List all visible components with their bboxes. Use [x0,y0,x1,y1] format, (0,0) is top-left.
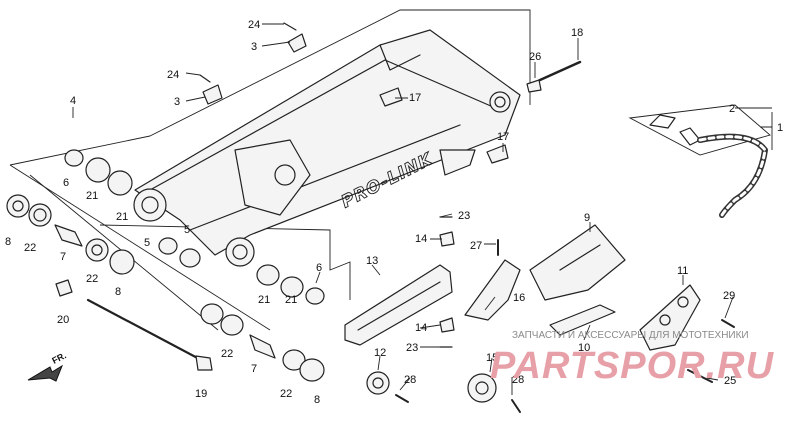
callout-8: 8 [314,394,320,406]
callout-24: 24 [248,19,260,31]
callout-21: 21 [86,190,98,202]
callout-17: 17 [497,131,509,143]
callout-leaders [72,23,773,395]
callout-21: 21 [116,211,128,223]
callout-28: 28 [512,374,524,386]
chain-slider-assembly [344,224,701,351]
callout-22: 22 [86,273,98,285]
swingarm: PRO-LINK [133,29,521,267]
callout-14: 14 [415,233,427,245]
callout-22: 22 [280,388,292,400]
bearings-left [6,149,201,275]
callout-17: 17 [409,92,421,104]
callout-3: 3 [251,41,257,53]
callout-21: 21 [285,294,297,306]
callout-6: 6 [316,262,322,274]
callout-25: 25 [724,375,736,387]
callout-14: 14 [415,322,427,334]
callout-5: 5 [144,237,150,249]
callout-8: 8 [5,236,11,248]
callout-6: 6 [63,177,69,189]
rollers-and-bolts [366,60,735,413]
callout-7: 7 [251,363,257,375]
callout-29: 29 [723,290,735,302]
watermark-brand: PARTSPOR.RU [490,345,775,387]
callout-22: 22 [221,348,233,360]
callout-19: 19 [195,388,207,400]
front-arrow: FR. [27,350,68,382]
callout-23: 23 [406,342,418,354]
callout-8: 8 [115,286,121,298]
bearings-right [200,264,325,382]
callout-labels: 1 2 3 3 4 5 5 6 6 7 7 8 8 8 9 10 11 12 1… [5,19,783,406]
callout-22: 22 [24,242,36,254]
drive-chain [649,114,768,218]
pivot-bolt [55,279,213,371]
callout-7: 7 [60,251,66,263]
chain-guide-clips [199,22,509,164]
callout-26: 26 [529,51,541,63]
callout-1: 1 [777,122,783,134]
callout-15: 15 [486,352,498,364]
callout-12: 12 [374,347,386,359]
callout-20: 20 [57,314,69,326]
callout-2: 2 [729,103,735,115]
callout-28: 28 [404,374,416,386]
callout-13: 13 [366,255,378,267]
callout-9: 9 [584,212,590,224]
callout-24: 24 [167,69,179,81]
callout-11: 11 [677,265,688,277]
callout-27: 27 [470,240,482,252]
callout-16: 16 [513,292,525,304]
callout-3: 3 [174,96,180,108]
callout-5: 5 [184,224,190,236]
callout-4: 4 [70,95,76,107]
watermark-tagline: ЗАПЧАСТИ И АКСЕССУАРЫ ДЛЯ МОТОТЕХНИКИ [512,330,749,341]
watermark: ЗАПЧАСТИ И АКСЕССУАРЫ ДЛЯ МОТОТЕХНИКИ PA… [490,330,775,387]
callout-23: 23 [458,210,470,222]
callout-10: 10 [578,342,590,354]
callout-21: 21 [258,294,270,306]
callout-18: 18 [571,27,583,39]
front-arrow-label: FR. [50,350,67,365]
